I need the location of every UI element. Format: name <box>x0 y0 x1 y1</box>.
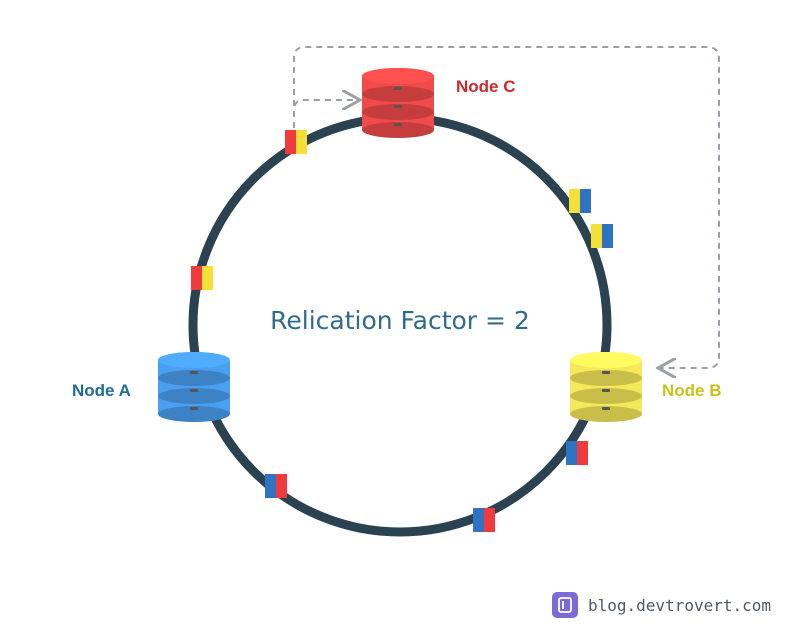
token-marker <box>473 508 495 532</box>
brand[interactable]: blog.devtrovert.com <box>552 590 771 620</box>
node-c-label: Node C <box>456 77 516 96</box>
token-marker <box>191 266 213 290</box>
node-a-database-icon <box>158 352 230 422</box>
replication-arrow-to-node-c <box>293 100 358 128</box>
token-marker <box>285 130 307 154</box>
node-b-database-icon <box>570 352 642 422</box>
token-marker <box>566 441 588 465</box>
replication-factor-title: Relication Factor = 2 <box>270 306 530 335</box>
node-a-label: Node A <box>72 381 131 400</box>
node-b-label: Node B <box>662 381 722 400</box>
brand-url[interactable]: blog.devtrovert.com <box>588 595 772 615</box>
token-marker <box>591 224 613 248</box>
devtrovert-logo-icon <box>552 592 578 618</box>
token-marker <box>569 189 591 213</box>
replication-arrow-to-node-b <box>293 46 720 368</box>
token-markers <box>191 130 613 532</box>
token-marker <box>265 474 287 498</box>
node-c-database-icon <box>362 68 434 138</box>
